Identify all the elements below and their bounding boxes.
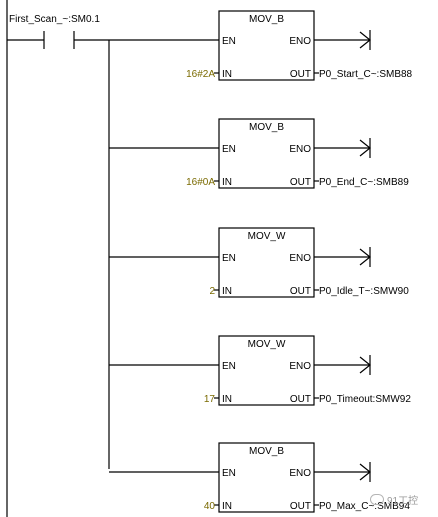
pin-eno-label: ENO — [289, 468, 311, 479]
block-frame[interactable] — [218, 442, 315, 513]
mov-block-3[interactable]: MOV_W EN ENO IN OUT 2 P0_Idle_T~:SMW90 — [109, 227, 409, 298]
in-operand[interactable]: 16#2A — [186, 69, 215, 80]
pin-en-label: EN — [222, 144, 236, 155]
pin-eno-label: ENO — [289, 361, 311, 372]
mov-block-4[interactable]: MOV_W EN ENO IN OUT 17 P0_Timeout:SMW92 — [109, 335, 411, 406]
pin-eno-label: ENO — [289, 36, 311, 47]
out-operand[interactable]: P0_End_C~:SMB89 — [319, 177, 409, 188]
block-frame[interactable] — [218, 335, 315, 406]
mov-block-5[interactable]: MOV_B EN ENO IN OUT 40 P0_Max_C~:SMB94 — [109, 442, 410, 513]
pin-in-label: IN — [222, 177, 232, 188]
wechat-icon — [370, 494, 384, 505]
pin-eno-label: ENO — [289, 253, 311, 264]
pin-en-label: EN — [222, 36, 236, 47]
pin-in-label: IN — [222, 286, 232, 297]
pin-out-label: OUT — [290, 177, 311, 188]
pin-en-label: EN — [222, 361, 236, 372]
watermark-text: 91工控 — [387, 496, 419, 507]
block-frame[interactable] — [218, 227, 315, 298]
out-operand[interactable]: P0_Start_C~:SMB88 — [319, 69, 413, 80]
block-title: MOV_W — [248, 231, 286, 242]
pin-in-label: IN — [222, 501, 232, 512]
pin-in-label: IN — [222, 69, 232, 80]
contact-label[interactable]: First_Scan_~:SM0.1 — [9, 14, 100, 25]
pin-out-label: OUT — [290, 501, 311, 512]
block-frame[interactable] — [218, 10, 315, 81]
in-operand[interactable]: 2 — [209, 286, 215, 297]
in-operand[interactable]: 40 — [204, 501, 216, 512]
pin-out-label: OUT — [290, 394, 311, 405]
mov-block-2[interactable]: MOV_B EN ENO IN OUT 16#0A P0_End_C~:SMB89 — [109, 118, 409, 189]
pin-en-label: EN — [222, 253, 236, 264]
block-title: MOV_B — [249, 122, 284, 133]
watermark: 91工控 — [370, 492, 418, 507]
pin-en-label: EN — [222, 468, 236, 479]
out-operand[interactable]: P0_Timeout:SMW92 — [319, 394, 411, 405]
in-operand[interactable]: 17 — [204, 394, 216, 405]
block-title: MOV_B — [249, 446, 284, 457]
pin-in-label: IN — [222, 394, 232, 405]
pin-eno-label: ENO — [289, 144, 311, 155]
block-frame[interactable] — [218, 118, 315, 189]
in-operand[interactable]: 16#0A — [186, 177, 215, 188]
block-title: MOV_B — [249, 14, 284, 25]
out-operand[interactable]: P0_Idle_T~:SMW90 — [319, 286, 409, 297]
out-operand[interactable]: P0_Max_C~:SMB94 — [319, 501, 410, 512]
block-title: MOV_W — [248, 339, 286, 350]
pin-out-label: OUT — [290, 286, 311, 297]
mov-block-1[interactable]: MOV_B EN ENO IN OUT 16#2A P0_Start_C~:SMB88 — [186, 10, 413, 81]
pin-out-label: OUT — [290, 69, 311, 80]
